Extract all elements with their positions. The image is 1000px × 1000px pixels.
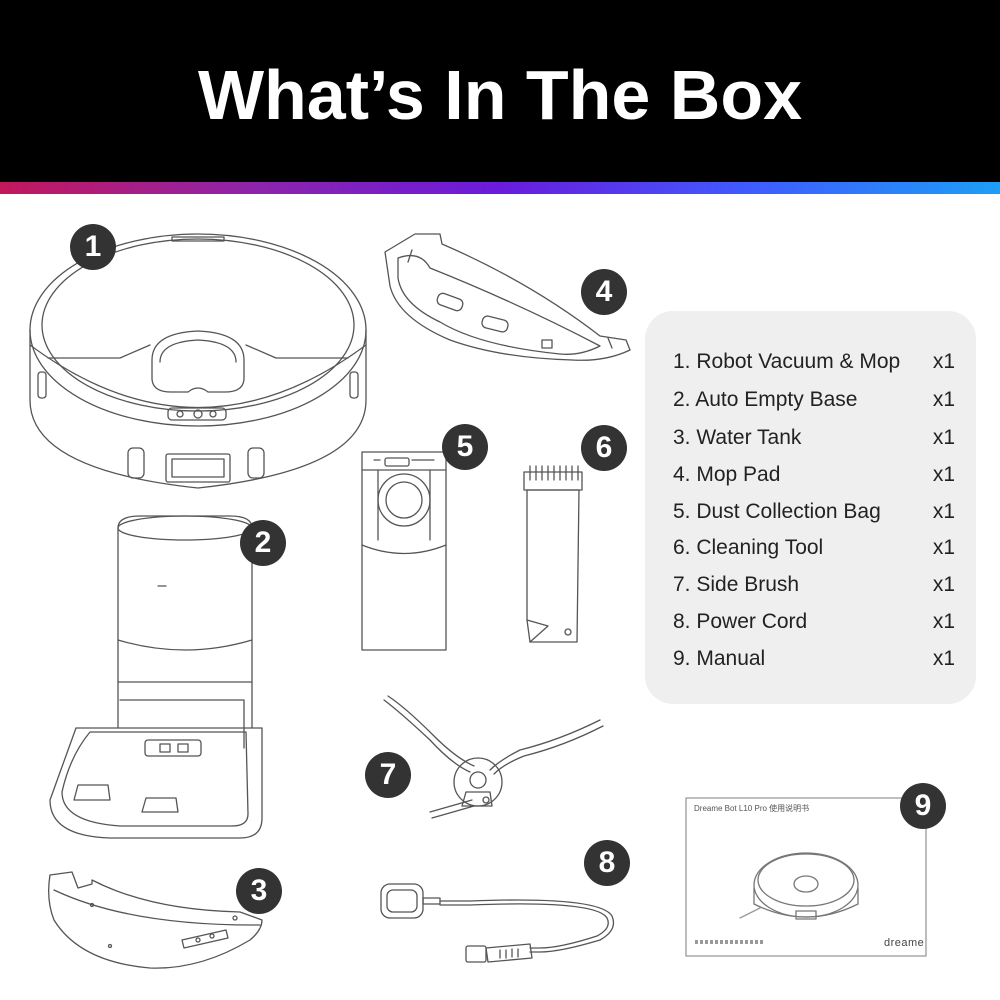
cleaning-tool-icon [523,465,583,643]
list-item-qty: x1 [932,463,955,486]
list-item-label: 8. Power Cord [673,610,808,633]
manual-brand: dreame [884,937,925,949]
list-item-label: 2. Auto Empty Base [673,388,858,411]
list-item: 6. Cleaning Tool x1 [673,533,955,563]
list-item-label: 1. Robot Vacuum & Mop [673,350,901,373]
badge-6: 6 [581,425,627,471]
manual-icon [685,797,927,957]
badge-2: 2 [240,520,286,566]
list-item-qty: x1 [932,350,955,373]
list-item-label: 9. Manual [673,647,766,670]
list-item: 8. Power Cord x1 [673,607,955,637]
list-item-label: 5. Dust Collection Bag [673,500,881,523]
manual-fine-print [695,940,765,944]
side-brush-icon [383,695,604,819]
list-item-qty: x1 [932,647,955,670]
list-item-qty: x1 [932,426,955,449]
badge-4: 4 [581,269,627,315]
water-tank-icon [48,871,263,969]
badge-9: 9 [900,783,946,829]
power-cord-icon [380,883,615,963]
mop-pad-icon [384,233,631,361]
page-header: What’s In The Box [0,0,1000,182]
list-item-qty: x1 [932,388,955,411]
contents-list-panel: 1. Robot Vacuum & Mop x1 2. Auto Empty B… [645,311,976,704]
list-item-label: 7. Side Brush [673,573,800,596]
badge-1: 1 [70,224,116,270]
list-item: 3. Water Tank x1 [673,423,955,453]
badge-7: 7 [365,752,411,798]
list-item-qty: x1 [932,536,955,559]
gradient-stripe [0,182,1000,194]
robot-vacuum-icon [29,233,367,489]
list-item-qty: x1 [932,500,955,523]
list-item: 2. Auto Empty Base x1 [673,385,955,415]
auto-empty-base-icon [49,515,263,839]
dust-bag-icon [361,451,447,651]
list-item: 1. Robot Vacuum & Mop x1 [673,347,955,377]
list-item: 9. Manual x1 [673,644,955,674]
badge-3: 3 [236,868,282,914]
list-item-label: 4. Mop Pad [673,463,781,486]
list-item-qty: x1 [932,610,955,633]
list-item-label: 6. Cleaning Tool [673,536,824,559]
list-item: 7. Side Brush x1 [673,570,955,600]
badge-5: 5 [442,424,488,470]
list-item: 4. Mop Pad x1 [673,460,955,490]
list-item-qty: x1 [932,573,955,596]
badge-8: 8 [584,840,630,886]
list-item: 5. Dust Collection Bag x1 [673,497,955,527]
page-title: What’s In The Box [197,56,803,134]
list-item-label: 3. Water Tank [673,426,802,449]
manual-title: Dreame Bot L10 Pro 使用说明书 [694,804,810,813]
